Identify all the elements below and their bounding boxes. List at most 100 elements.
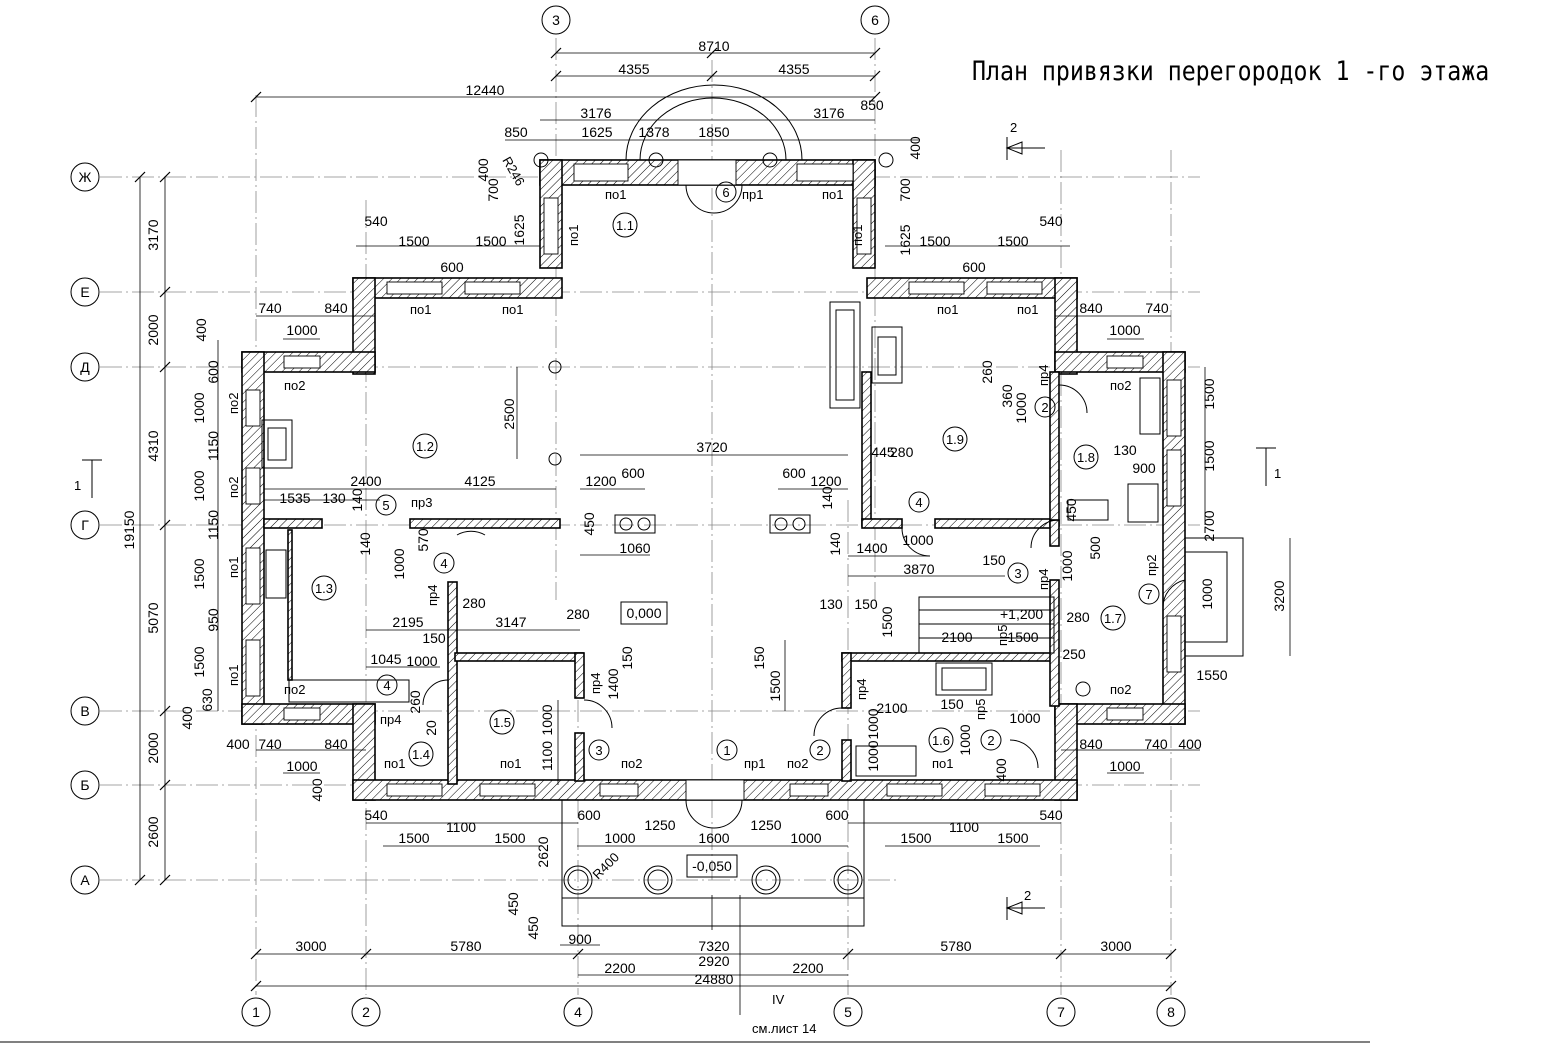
svg-text:пр5: пр5 bbox=[973, 699, 988, 721]
svg-text:пр4: пр4 bbox=[380, 712, 402, 727]
svg-text:по1: по1 bbox=[1017, 302, 1039, 317]
svg-text:1.5: 1.5 bbox=[493, 715, 511, 730]
door-bubble-4a: 4 bbox=[433, 552, 455, 574]
svg-text:140: 140 bbox=[819, 486, 835, 510]
svg-text:1000: 1000 bbox=[286, 322, 317, 338]
svg-text:1.4: 1.4 bbox=[412, 747, 430, 762]
svg-text:5: 5 bbox=[382, 498, 389, 513]
axis-bubble-2: 2 bbox=[351, 997, 381, 1027]
windows bbox=[245, 159, 1182, 801]
svg-text:2400: 2400 bbox=[350, 473, 381, 489]
axis-bubble-g: Г bbox=[70, 510, 100, 540]
svg-text:5780: 5780 bbox=[450, 938, 481, 954]
svg-text:8710: 8710 bbox=[698, 38, 729, 54]
svg-text:600: 600 bbox=[205, 360, 221, 384]
dimension-ticks bbox=[134, 47, 1177, 992]
svg-text:1000: 1000 bbox=[1059, 550, 1075, 581]
svg-text:2200: 2200 bbox=[604, 960, 635, 976]
svg-text:12440: 12440 bbox=[466, 82, 505, 98]
axis-bubble-4: 4 bbox=[563, 997, 593, 1027]
svg-text:2: 2 bbox=[1024, 888, 1031, 903]
axis-bubble-b: Б bbox=[70, 770, 100, 800]
axis-bubble-e: Е bbox=[70, 277, 100, 307]
svg-text:2: 2 bbox=[1010, 120, 1017, 135]
svg-text:1400: 1400 bbox=[605, 668, 621, 699]
svg-text:Ж: Ж bbox=[79, 169, 92, 185]
svg-text:1625: 1625 bbox=[581, 124, 612, 140]
door-bubble-6: 6 bbox=[715, 181, 737, 203]
svg-text:150: 150 bbox=[422, 630, 446, 646]
svg-text:1500: 1500 bbox=[1201, 378, 1217, 409]
svg-text:450: 450 bbox=[581, 512, 597, 536]
svg-text:1000: 1000 bbox=[865, 708, 881, 739]
svg-text:130: 130 bbox=[322, 490, 346, 506]
svg-text:пр2: пр2 bbox=[1144, 555, 1159, 577]
svg-text:1.6: 1.6 bbox=[932, 733, 950, 748]
svg-text:5070: 5070 bbox=[145, 602, 161, 633]
svg-text:140: 140 bbox=[357, 532, 373, 556]
svg-text:130: 130 bbox=[1113, 442, 1137, 458]
svg-text:3176: 3176 bbox=[813, 105, 844, 121]
svg-text:пр1: пр1 bbox=[742, 187, 764, 202]
svg-text:пр4: пр4 bbox=[854, 679, 869, 701]
svg-text:1550: 1550 bbox=[1196, 667, 1227, 683]
door-bubble-3b: 3 bbox=[1007, 562, 1029, 584]
svg-text:1500: 1500 bbox=[475, 233, 506, 249]
svg-text:3: 3 bbox=[552, 12, 560, 28]
svg-text:по2: по2 bbox=[226, 393, 241, 415]
svg-text:1100: 1100 bbox=[446, 819, 476, 835]
svg-text:1500: 1500 bbox=[900, 830, 931, 846]
svg-text:2700: 2700 bbox=[1201, 510, 1217, 541]
door-bubble-4c: 4 bbox=[908, 491, 930, 513]
svg-text:4: 4 bbox=[574, 1004, 582, 1020]
svg-text:8: 8 bbox=[1167, 1004, 1175, 1020]
svg-text:445: 445 bbox=[871, 444, 895, 460]
svg-text:130: 130 bbox=[819, 596, 843, 612]
svg-text:400: 400 bbox=[226, 736, 250, 752]
svg-text:1.3: 1.3 bbox=[315, 581, 333, 596]
svg-text:4125: 4125 bbox=[464, 473, 495, 489]
svg-text:В: В bbox=[80, 703, 89, 719]
svg-text:1: 1 bbox=[252, 1004, 260, 1020]
svg-text:2620: 2620 bbox=[535, 836, 551, 867]
dimension-texts-vertical: 3170 2000 4310 19150 5070 2000 2600 400 … bbox=[121, 136, 1287, 940]
svg-text:по1: по1 bbox=[410, 302, 432, 317]
svg-text:1500: 1500 bbox=[1201, 440, 1217, 471]
room-label-1-7: 1.7 bbox=[1100, 605, 1126, 631]
svg-text:280: 280 bbox=[890, 444, 914, 460]
door-bubble-7: 7 bbox=[1138, 583, 1160, 605]
svg-text:600: 600 bbox=[440, 259, 464, 275]
svg-text:Б: Б bbox=[80, 777, 89, 793]
svg-text:по1: по1 bbox=[226, 665, 241, 687]
svg-text:150: 150 bbox=[751, 646, 767, 670]
svg-text:700: 700 bbox=[897, 178, 913, 202]
svg-text:1850: 1850 bbox=[698, 124, 729, 140]
svg-text:по1: по1 bbox=[384, 756, 406, 771]
svg-text:630: 630 bbox=[199, 688, 215, 712]
axis-bubble-8: 8 bbox=[1156, 997, 1186, 1027]
svg-text:3147: 3147 bbox=[495, 614, 526, 630]
svg-text:2: 2 bbox=[816, 743, 823, 758]
svg-text:600: 600 bbox=[962, 259, 986, 275]
door-bubble-4b: 4 bbox=[376, 674, 398, 696]
elevation-box-minus: -0,050 bbox=[686, 854, 738, 878]
svg-text:3: 3 bbox=[1014, 566, 1021, 581]
svg-text:1500: 1500 bbox=[919, 233, 950, 249]
svg-text:4: 4 bbox=[440, 556, 447, 571]
door-bubble-2b: 2 bbox=[1034, 396, 1056, 418]
axis-bubble-zh: Ж bbox=[70, 162, 100, 192]
svg-text:600: 600 bbox=[621, 465, 645, 481]
svg-text:2100: 2100 bbox=[876, 700, 907, 716]
svg-text:840: 840 bbox=[1079, 300, 1103, 316]
room-label-1-5: 1.5 bbox=[489, 709, 515, 735]
svg-text:1000: 1000 bbox=[790, 830, 821, 846]
svg-text:1625: 1625 bbox=[897, 224, 913, 255]
svg-text:1250: 1250 bbox=[750, 817, 781, 833]
room-label-1-2: 1.2 bbox=[412, 433, 438, 459]
room-label-1-4: 1.4 bbox=[408, 741, 434, 767]
svg-text:1000: 1000 bbox=[191, 392, 207, 423]
axis-bubble-3: 3 bbox=[541, 5, 571, 35]
svg-text:4: 4 bbox=[383, 678, 390, 693]
svg-text:840: 840 bbox=[324, 300, 348, 316]
svg-text:1500: 1500 bbox=[398, 233, 429, 249]
